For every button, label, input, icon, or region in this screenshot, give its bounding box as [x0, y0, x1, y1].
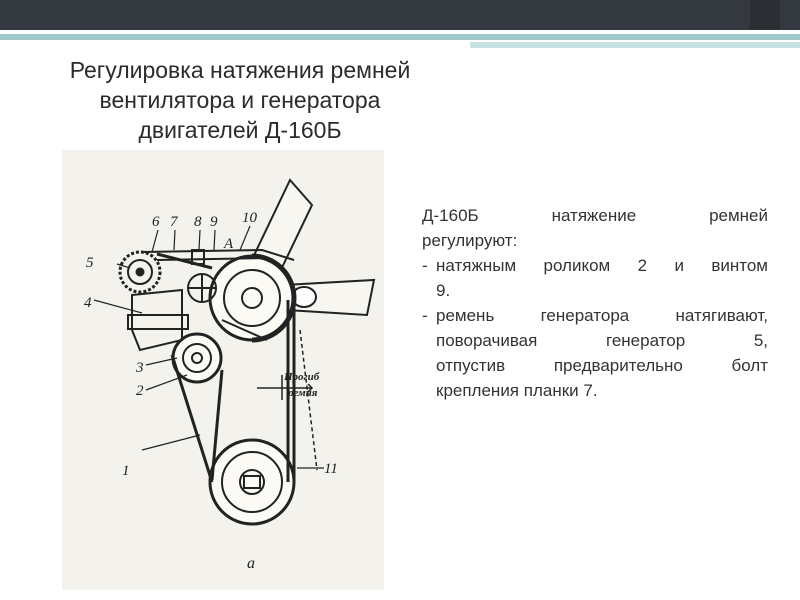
title-line: вентилятора и генератора — [99, 87, 381, 113]
label-10: 10 — [242, 210, 258, 226]
figure-background — [62, 150, 384, 590]
label-11: 11 — [324, 461, 338, 477]
belt-drive-diagram: 1 2 3 4 5 6 7 8 9 10 11 A Прогиб ремня а — [62, 150, 384, 590]
title-line: двигателей Д-160Б — [138, 117, 342, 143]
generator-pulley — [118, 250, 162, 294]
fan-pulley — [208, 253, 297, 343]
label-9: 9 — [210, 214, 218, 230]
list-item: ремень генератора натягивают, поворачива… — [422, 303, 768, 403]
belts — [156, 252, 296, 483]
label-6: 6 — [152, 214, 160, 230]
label-8: 8 — [194, 214, 202, 230]
item2-line-3: отпустив предварительно болт — [436, 356, 768, 375]
item2-line-2: поворачивая генератор 5, — [436, 331, 768, 350]
label-7: 7 — [170, 214, 179, 230]
item1-line-2: 9. — [436, 281, 451, 300]
body-text: Д-160Б натяжение ремней регулируют: натя… — [422, 203, 768, 403]
label-4: 4 — [84, 295, 92, 311]
intro-line-2: регулируют: — [422, 231, 518, 250]
item1-line-1: натяжным роликом 2 и винтом — [436, 256, 768, 275]
generator-body — [127, 288, 189, 352]
figure-caption: а — [247, 555, 255, 572]
label-3: 3 — [135, 360, 144, 376]
bullet-list: натяжным роликом 2 и винтом 9. ремень ге… — [422, 253, 768, 403]
accent-stripe — [0, 34, 800, 40]
leader-lines — [93, 225, 324, 469]
label-2: 2 — [136, 383, 144, 399]
intro-line-1: Д-160Б натяжение ремней — [422, 206, 768, 225]
label-a-upper: A — [223, 236, 234, 252]
label-5: 5 — [86, 255, 94, 271]
crankshaft-pulley — [208, 438, 296, 526]
title-line: Регулировка натяжения ремней — [69, 57, 411, 83]
callout-line-1: Прогиб — [283, 371, 320, 383]
item2-line-4: крепления планки 7. — [436, 381, 598, 400]
label-1: 1 — [122, 463, 130, 479]
belt-deflection-indicator — [257, 329, 318, 471]
top-bar — [0, 0, 800, 30]
list-item: натяжным роликом 2 и винтом 9. — [422, 253, 768, 303]
item2-line-1: ремень генератора натягивают, — [436, 306, 768, 325]
slide-title: Регулировка натяжения ремней вентилятора… — [30, 55, 450, 145]
accent-stripe-light — [470, 42, 800, 48]
top-bar-accent — [750, 0, 780, 30]
fan-blade-right — [282, 278, 376, 317]
callout-line-2: ремня — [287, 387, 318, 399]
